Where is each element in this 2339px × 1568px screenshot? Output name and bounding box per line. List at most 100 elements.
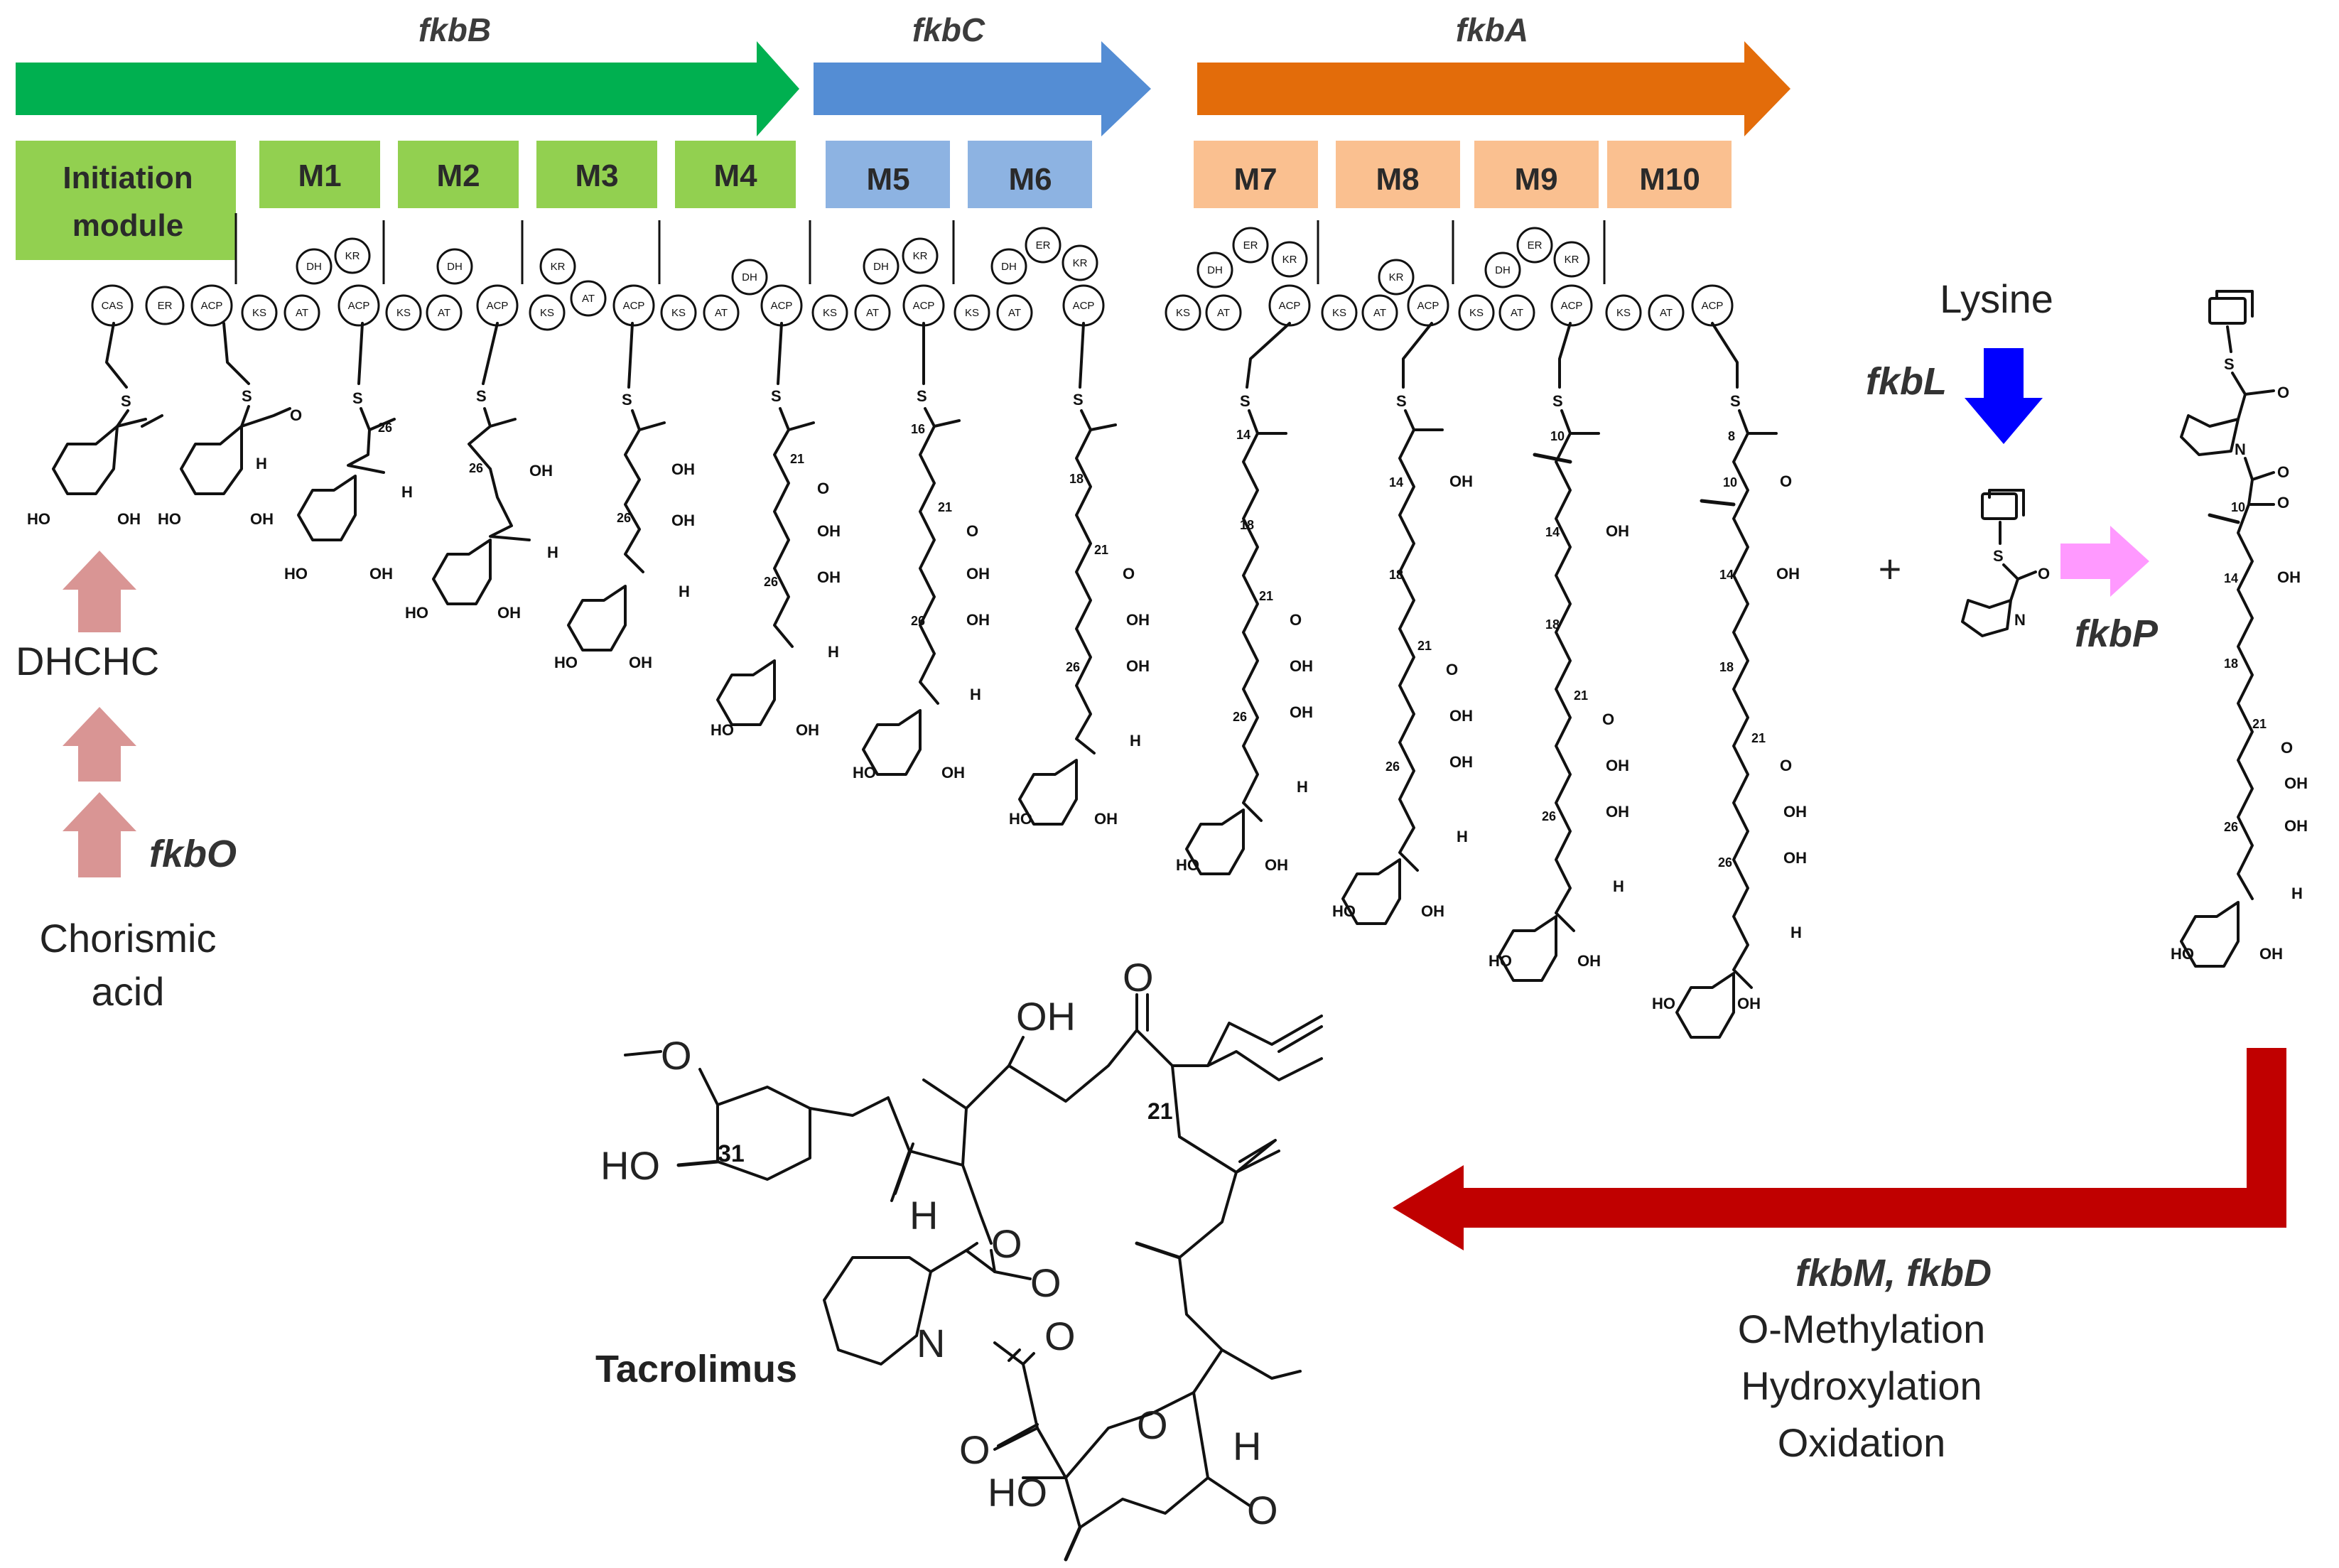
domain-dh: DH — [990, 248, 1027, 285]
module-m6-label: M6 — [1008, 162, 1052, 197]
lysine-branch: Lysine fkbL + S O N fkbP — [1866, 276, 2159, 655]
domain-label: KS — [1176, 307, 1190, 319]
domain-label: KS — [540, 307, 554, 319]
carbon-number-label: 26 — [1718, 855, 1732, 870]
pipecolyl-fragment: S O N — [1961, 489, 2050, 637]
domain-label: DH — [742, 271, 757, 283]
dhchc-up-arrow — [63, 551, 136, 632]
hydroxyl-label: HO — [1332, 902, 1356, 920]
carbon-number-label: 10 — [2231, 500, 2245, 514]
hydroxyl-label: OH — [369, 565, 393, 583]
domain-label: KR — [913, 250, 928, 262]
reaction-oxidation: Oxidation — [1778, 1420, 1946, 1465]
domain-acp: ACP — [1550, 284, 1593, 327]
domain-dh: DH — [296, 248, 333, 285]
carbon-number-label: 21 — [1751, 731, 1766, 745]
precursor-chorismic: Chorismic — [40, 916, 217, 961]
module-m3-label: M3 — [575, 158, 618, 193]
intermediate-m8: S 14 OH 18 21 O OH 26 OH H HO OH — [1332, 322, 1473, 925]
hydroxyl-label: OH — [1126, 657, 1150, 675]
enzyme-fkbP: fkbP — [2075, 612, 2159, 655]
sulfur-label: S — [121, 392, 131, 410]
domain-label: CAS — [102, 300, 124, 312]
carbon-number-label: 18 — [1545, 617, 1560, 632]
hydroxyl-label: OH — [629, 654, 652, 671]
domain-label: KR — [1565, 254, 1579, 266]
hydrogen-label: H — [256, 455, 267, 472]
hydrogen-label: H — [679, 583, 690, 600]
module-m5: M5 — [826, 141, 950, 208]
carbon-number-label: 10 — [1723, 475, 1737, 490]
sulfur-label: S — [917, 387, 927, 405]
module-separators — [234, 213, 1606, 284]
oxygen-label: O — [2038, 565, 2050, 583]
sulfur-label: S — [1240, 392, 1250, 410]
carbon-number-label: 26 — [2224, 820, 2238, 834]
carbon-number-label: 26 — [1233, 710, 1247, 724]
module-m1-label: M1 — [298, 158, 341, 193]
oxygen-label: O — [1247, 1488, 1278, 1532]
carbon-number-label: 21 — [1147, 1098, 1173, 1124]
module-m4: M4 — [675, 141, 796, 208]
hydroxyl-label: OH — [250, 510, 274, 528]
domain-ks: KS — [811, 294, 848, 331]
pathway-up-arrow-upper — [63, 707, 136, 782]
domain-er: ER — [1232, 227, 1269, 264]
sulfur-label: S — [1993, 547, 2004, 565]
domain-kr: KR — [334, 237, 371, 274]
domain-label: DH — [447, 261, 463, 273]
reaction-o-methylation: O-Methylation — [1738, 1307, 1986, 1351]
domain-at: AT — [1498, 294, 1535, 331]
intermediate-m5: S 16 21 O OH 26 OH H HO OH — [853, 322, 990, 782]
carbon-number-label: 26 — [469, 461, 483, 475]
nitrogen-label: N — [2014, 611, 2026, 629]
domain-ks: KS — [1321, 294, 1358, 331]
domain-acp: ACP — [612, 284, 655, 327]
reaction-hydroxylation: Hydroxylation — [1741, 1363, 1982, 1408]
hydroxyl-label: OH — [1265, 856, 1288, 874]
hydroxyl-label: HO — [1009, 810, 1032, 828]
sulfur-label: S — [2224, 355, 2235, 373]
domain-label: ACP — [1279, 300, 1301, 312]
hydroxyl-label: OH — [1776, 565, 1800, 583]
domain-ks: KS — [529, 294, 566, 331]
enzyme-fkbO: fkbO — [149, 833, 237, 875]
domain-kr: KR — [1553, 241, 1590, 278]
domain-acp: ACP — [190, 284, 233, 327]
domain-kr: KR — [1271, 241, 1308, 278]
domain-ks: KS — [241, 294, 278, 331]
domain-label: KS — [1332, 307, 1346, 319]
domain-label: DH — [1207, 264, 1223, 276]
domain-acp: ACP — [1691, 284, 1734, 327]
oxygen-label: O — [817, 480, 829, 497]
hydrogen-label: H — [1297, 778, 1308, 796]
carbon-number-label: 14 — [1545, 525, 1560, 539]
oxygen-label: O — [2277, 463, 2289, 481]
carbon-number-label: 14 — [2224, 571, 2238, 585]
domain-label: ACP — [1561, 300, 1583, 312]
enzymes-fkbM-fkbD: fkbM, fkbD — [1795, 1252, 1992, 1294]
hydroxyl-label: HO — [554, 654, 578, 671]
gene-label-fkbA: fkbA — [1456, 11, 1528, 48]
sulfur-label: S — [1730, 392, 1741, 410]
module-m5-label: M5 — [866, 162, 909, 197]
domain-ks: KS — [1165, 294, 1201, 331]
oxygen-label: O — [290, 406, 302, 424]
hydroxyl-label: OH — [817, 522, 841, 540]
carbon-number-label: 26 — [1066, 660, 1080, 674]
domain-label: KS — [965, 307, 979, 319]
domain-label: ACP — [1702, 300, 1724, 312]
hydrogen-label: H — [1790, 924, 1802, 941]
carbon-number-label: 8 — [1728, 429, 1735, 443]
intermediate-m9: S 10 14 OH 18 21 O OH 26 OH H HO OH — [1489, 322, 1629, 982]
intermediate-m7: S 14 18 21 O OH 26 OH H HO OH — [1176, 322, 1313, 875]
domain-acp: ACP — [476, 284, 519, 327]
hydroxyl-label: OH — [2259, 945, 2283, 963]
pathway-up-arrow-lower — [63, 792, 136, 877]
oxygen-label: O — [1446, 661, 1458, 678]
hydroxyl-label: OH — [2284, 817, 2308, 835]
domain-label: ACP — [913, 300, 935, 312]
intermediate-initiation-b: S O H HO OH — [158, 322, 302, 528]
domain-at: AT — [570, 280, 607, 317]
